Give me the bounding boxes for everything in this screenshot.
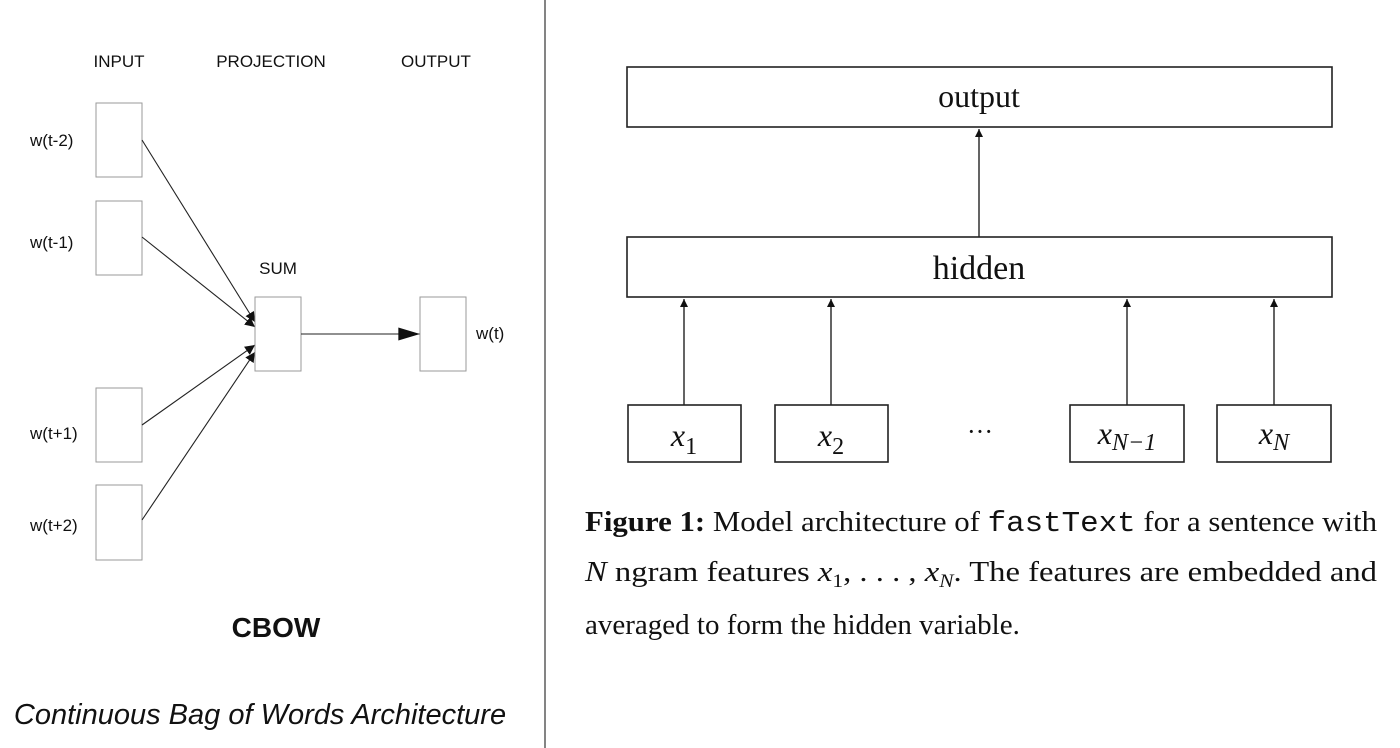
cbow-arrow-3 <box>141 344 256 426</box>
cbow-title: CBOW <box>232 612 321 643</box>
fasttext-hidden-box <box>626 236 1333 298</box>
cbow-output-box <box>419 296 467 372</box>
cbow-header-projection: PROJECTION <box>216 52 326 71</box>
fasttext-ellipsis: ··· <box>967 417 993 446</box>
cbow-input-box-3 <box>95 387 143 463</box>
cbow-output-label: w(t) <box>475 324 504 343</box>
cbow-header-input: INPUT <box>94 52 145 71</box>
cbow-input-box-2 <box>95 200 143 276</box>
fasttext-input-box-4 <box>1216 404 1332 463</box>
fasttext-input-label-2: x2 <box>817 417 844 460</box>
fasttext-hidden-label: hidden <box>933 250 1026 287</box>
fasttext-input-label-1: x1 <box>670 417 697 460</box>
fasttext-input-label-4: xN <box>1258 415 1291 456</box>
fasttext-diagram: output hidden x1 x2 ··· xN−1 xN Figure 1… <box>584 66 1378 641</box>
fasttext-figure-caption: Figure 1: Model architecture of fastText… <box>584 506 1378 641</box>
fasttext-output-label: output <box>938 78 1020 114</box>
cbow-input-box-4 <box>95 484 143 561</box>
cbow-diagram: INPUT PROJECTION OUTPUT w(t-2) w(t-1) w(… <box>14 52 506 731</box>
fasttext-input-box-2 <box>774 404 889 463</box>
cbow-caption: Continuous Bag of Words Architecture <box>14 699 506 731</box>
fasttext-input-box-3 <box>1069 404 1185 463</box>
cbow-input-box-1 <box>95 102 143 178</box>
caption-line-3: averaged to form the hidden variable. <box>585 609 1020 641</box>
fasttext-output-box <box>626 66 1333 128</box>
cbow-input-label-2: w(t-1) <box>29 233 73 252</box>
cbow-header-output: OUTPUT <box>401 52 471 71</box>
caption-line-1: Figure 1: Model architecture of fastText… <box>585 506 1378 540</box>
cbow-sum-box <box>254 296 302 372</box>
cbow-arrow-1 <box>141 139 256 323</box>
cbow-input-label-3: w(t+1) <box>29 424 78 443</box>
cbow-sum-label: SUM <box>259 259 297 278</box>
cbow-input-label-1: w(t-2) <box>29 131 73 150</box>
cbow-arrow-4 <box>141 351 256 521</box>
caption-line-2: N ngram features x1, . . . , xN. The fea… <box>584 556 1378 592</box>
fasttext-input-box-1 <box>627 404 742 463</box>
cbow-arrow-2 <box>141 236 256 328</box>
fasttext-input-label-3: xN−1 <box>1097 415 1156 456</box>
cbow-input-label-4: w(t+2) <box>29 516 78 535</box>
